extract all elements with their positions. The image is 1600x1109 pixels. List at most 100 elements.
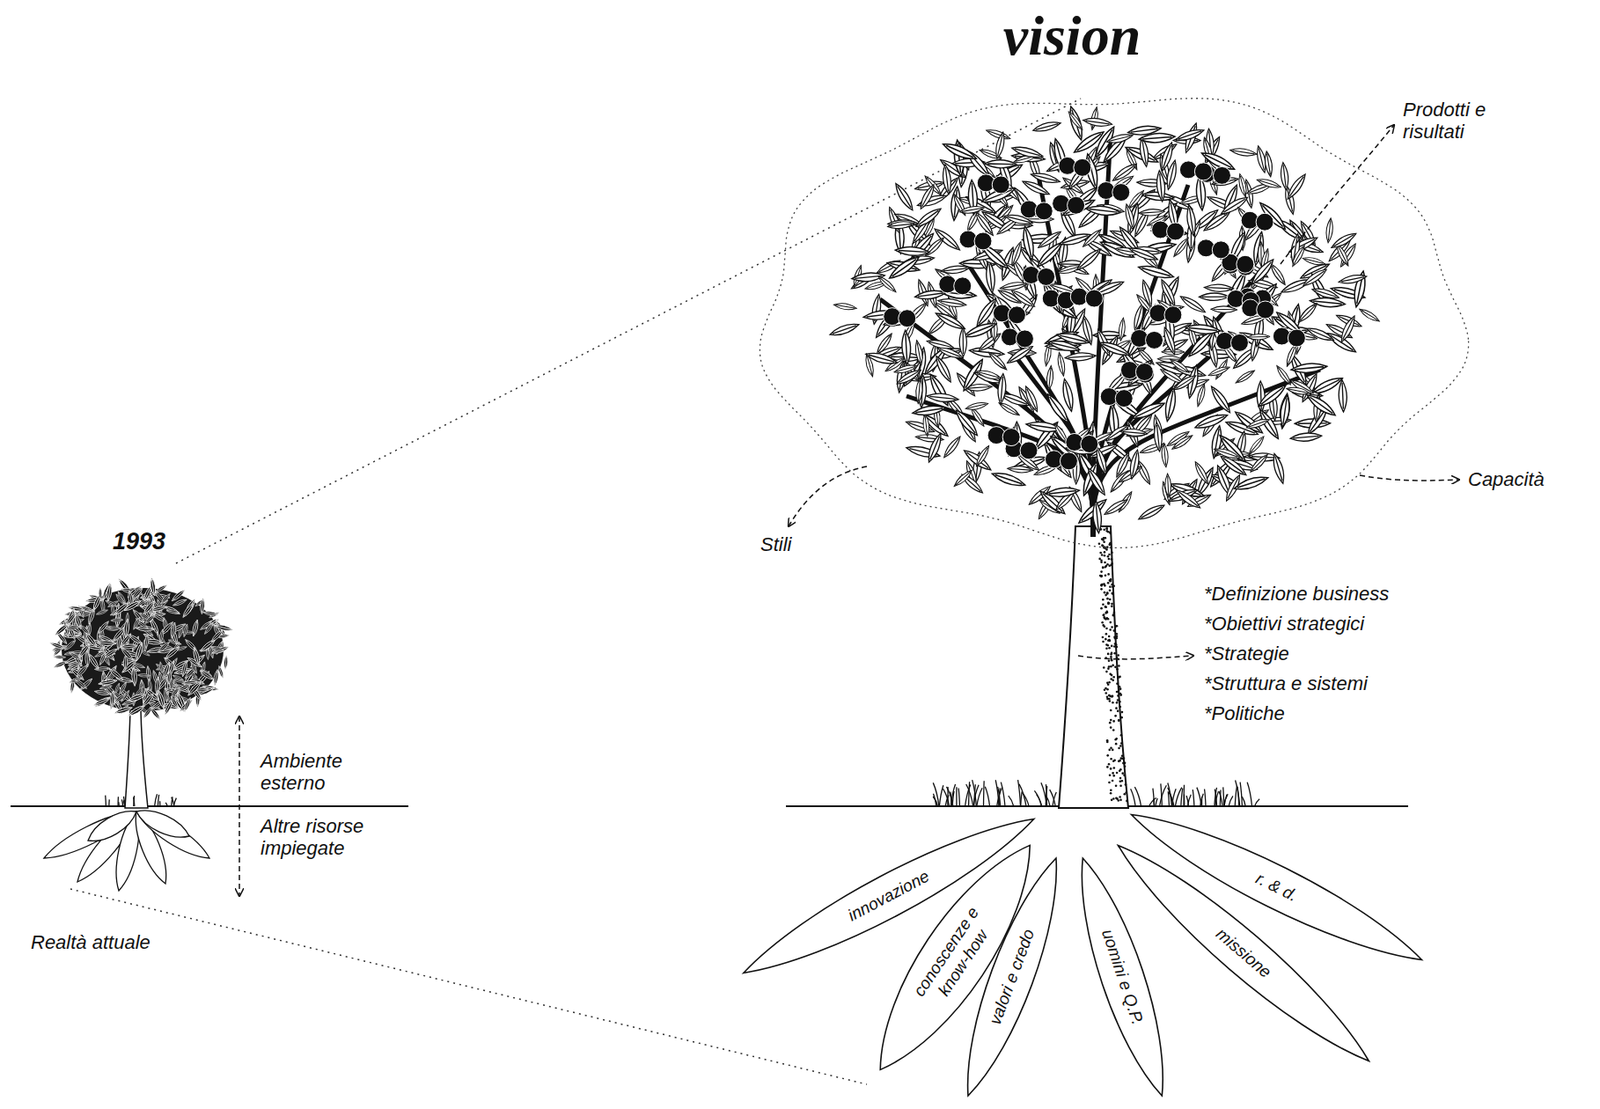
small-leaf xyxy=(190,660,199,675)
small-crown-mass xyxy=(61,587,224,712)
trunk-texture xyxy=(1106,765,1109,769)
leaf xyxy=(1185,322,1221,336)
grass-blade xyxy=(1041,782,1048,807)
small-leaf xyxy=(114,593,125,606)
small-leaf xyxy=(132,661,147,669)
leaf xyxy=(917,183,938,211)
root-label: uomini e Q.P. xyxy=(1096,926,1147,1028)
small-leaf xyxy=(49,640,67,651)
trunk-texture xyxy=(1115,624,1118,628)
grass-blade xyxy=(950,792,952,807)
trunk-texture xyxy=(1113,645,1116,648)
small-leaf xyxy=(52,659,69,669)
leaf xyxy=(1106,132,1134,146)
trunk-texture xyxy=(1104,605,1108,609)
root-outline-path xyxy=(1121,794,1432,978)
leaf xyxy=(923,235,947,259)
leaf xyxy=(1138,132,1175,144)
trunk-texture xyxy=(1109,709,1113,712)
small-leaf xyxy=(137,673,150,677)
trunk-texture xyxy=(1125,800,1129,803)
trunk-texture xyxy=(1116,710,1120,713)
leaf xyxy=(964,400,989,412)
small-leaf xyxy=(110,617,124,622)
leaf xyxy=(1255,176,1282,191)
trunk-texture xyxy=(1103,591,1107,595)
trunk-texture xyxy=(1115,682,1119,685)
grass-blade xyxy=(976,787,983,807)
leaf xyxy=(1064,352,1097,362)
leaf xyxy=(999,280,1028,293)
fruit xyxy=(1212,166,1231,184)
root-outline-path xyxy=(947,851,1076,1104)
trunk-texture xyxy=(1111,585,1115,588)
grass-blade xyxy=(108,799,111,807)
leaf xyxy=(1122,203,1137,231)
small-leaf xyxy=(141,600,156,617)
small-leaf xyxy=(96,640,117,647)
trunk-texture xyxy=(1110,645,1114,648)
trunk-texture xyxy=(1108,589,1112,593)
trunk-texture xyxy=(1110,583,1114,587)
root-label: missione xyxy=(1211,923,1276,982)
trunk-texture xyxy=(1115,632,1119,636)
leaf xyxy=(1296,300,1320,325)
leaf xyxy=(926,391,960,404)
leaf xyxy=(1164,473,1172,498)
fruit xyxy=(898,309,917,328)
grass-blade xyxy=(1218,791,1223,807)
leaf xyxy=(941,434,963,460)
trunk-texture xyxy=(1111,701,1115,705)
branch xyxy=(1093,369,1321,537)
trunk-texture xyxy=(1100,583,1103,587)
trunk-texture xyxy=(1108,681,1111,684)
leaf xyxy=(1128,244,1160,263)
trunk-texture xyxy=(1118,700,1122,704)
small-leaf xyxy=(53,655,67,660)
leaf xyxy=(1305,324,1336,344)
trunk-texture xyxy=(1120,741,1123,745)
vision-outline xyxy=(759,98,1468,549)
fruit xyxy=(1256,300,1275,319)
grass-blade xyxy=(1019,784,1027,807)
trunk-texture xyxy=(1106,610,1109,614)
leaf xyxy=(1009,240,1025,267)
leaf xyxy=(1290,361,1328,375)
leaf xyxy=(1152,421,1164,452)
annotation-label: *Struttura e sistemi xyxy=(1203,672,1368,695)
trunk-texture xyxy=(1117,719,1121,722)
trunk-texture xyxy=(1108,585,1112,588)
small-leaf xyxy=(63,638,77,652)
leaf xyxy=(1207,364,1231,378)
small-leaf xyxy=(131,667,138,687)
small-leaf xyxy=(140,691,155,708)
trunk-texture xyxy=(1101,566,1105,570)
trunk-texture xyxy=(1112,766,1116,770)
leaf xyxy=(1082,116,1113,128)
leaf xyxy=(990,316,998,342)
leaf xyxy=(876,273,898,294)
trunk-texture xyxy=(1115,784,1118,787)
fruit xyxy=(1145,330,1164,349)
grass-blade xyxy=(1130,788,1137,807)
trunk-texture xyxy=(1110,592,1114,595)
grass-blade xyxy=(958,788,960,807)
grass-blade xyxy=(165,802,168,807)
trunk-texture xyxy=(1106,545,1109,549)
leaf xyxy=(1102,497,1130,518)
leaf xyxy=(1009,287,1037,310)
leaf xyxy=(986,350,1009,373)
leaf xyxy=(1045,485,1080,499)
small-leaf xyxy=(144,613,156,625)
trunk-texture xyxy=(1108,773,1112,777)
leaf xyxy=(1193,411,1229,432)
grass-blade xyxy=(1224,793,1229,807)
trunk-texture xyxy=(1115,701,1119,705)
grass-blade xyxy=(955,786,957,807)
leaf xyxy=(913,339,925,366)
small-leaf xyxy=(210,645,226,654)
leaf xyxy=(895,245,930,257)
small-leaf xyxy=(134,641,145,662)
leaf xyxy=(924,432,944,464)
leaf xyxy=(975,367,1002,382)
